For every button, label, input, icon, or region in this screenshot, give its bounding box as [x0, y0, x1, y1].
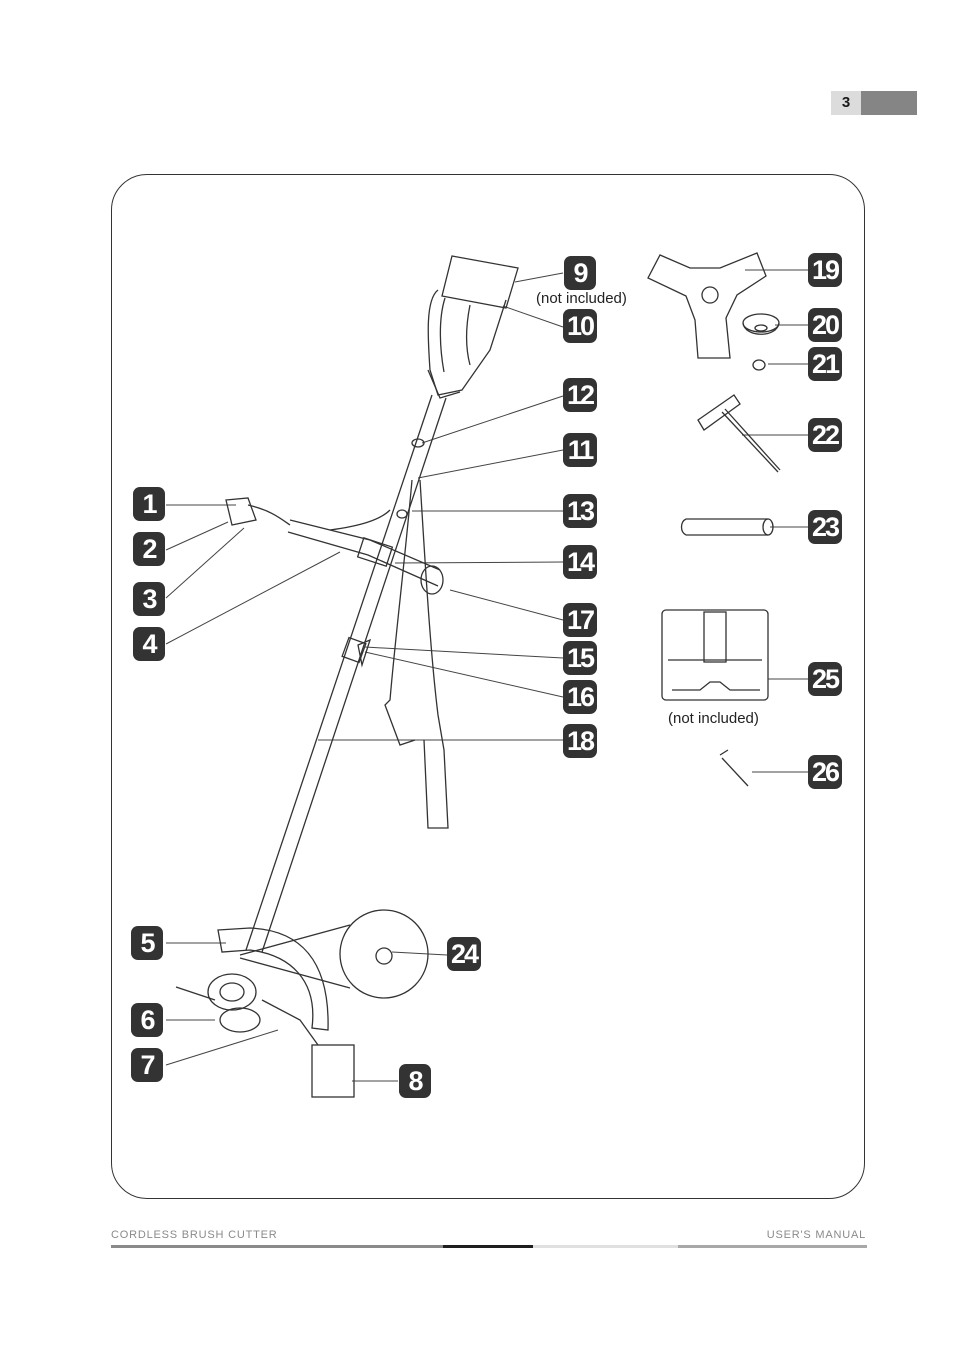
main-shaft: [245, 394, 447, 953]
callout-6: 6: [131, 1003, 163, 1037]
callout-15: 15: [563, 641, 597, 675]
blade-cup: [742, 313, 780, 335]
callout-14: 14: [563, 545, 597, 579]
cutting-head: [175, 927, 355, 1098]
callout-10: 10: [563, 309, 597, 343]
callout-9-note: (not included): [536, 290, 627, 307]
footer-bar-segment-1: [111, 1245, 443, 1248]
page-tab-marker: [861, 91, 917, 115]
shoulder-strap: [384, 479, 449, 829]
detail-magnifier: [239, 909, 429, 999]
callout-19: 19: [808, 253, 842, 287]
footer-bar-segment-2: [443, 1245, 533, 1248]
diagram-frame: [111, 174, 865, 1199]
t-wrench: [697, 394, 781, 473]
footer-product-name: CORDLESS BRUSH CUTTER: [111, 1229, 278, 1241]
callout-26: 26: [808, 755, 842, 789]
callout-3: 3: [133, 582, 165, 616]
pin-rod: [680, 518, 774, 536]
charger: [661, 609, 769, 701]
callout-4: 4: [133, 627, 165, 661]
callout-17: 17: [563, 603, 597, 637]
callout-16: 16: [563, 680, 597, 714]
callout-24: 24: [447, 937, 481, 971]
callout-25: 25: [808, 662, 842, 696]
callout-13: 13: [563, 494, 597, 528]
callout-2: 2: [133, 532, 165, 566]
callout-18: 18: [563, 724, 597, 758]
callout-25-note: (not included): [668, 710, 759, 727]
callout-23: 23: [808, 510, 842, 544]
callout-21: 21: [808, 347, 842, 381]
handlebar: [225, 497, 444, 595]
callout-5: 5: [131, 926, 163, 960]
leader-lines: [165, 269, 808, 1082]
footer-manual-label: USER'S MANUAL: [766, 1229, 866, 1241]
callout-22: 22: [808, 418, 842, 452]
callout-7: 7: [131, 1048, 163, 1082]
callout-8: 8: [399, 1064, 431, 1098]
lower-clamp: [341, 636, 372, 668]
callout-20: 20: [808, 308, 842, 342]
footer-bar-segment-4: [678, 1245, 867, 1248]
callout-1: 1: [133, 487, 165, 521]
hex-key: [719, 749, 749, 787]
footer-bar-segment-3: [533, 1245, 678, 1248]
battery-housing: [427, 255, 519, 399]
blade-nut: [752, 359, 766, 371]
callout-11: 11: [563, 433, 597, 467]
page-number: 3: [831, 91, 861, 115]
callout-9: 9: [564, 256, 596, 290]
three-tooth-blade: [647, 252, 767, 359]
callout-12: 12: [563, 378, 597, 412]
